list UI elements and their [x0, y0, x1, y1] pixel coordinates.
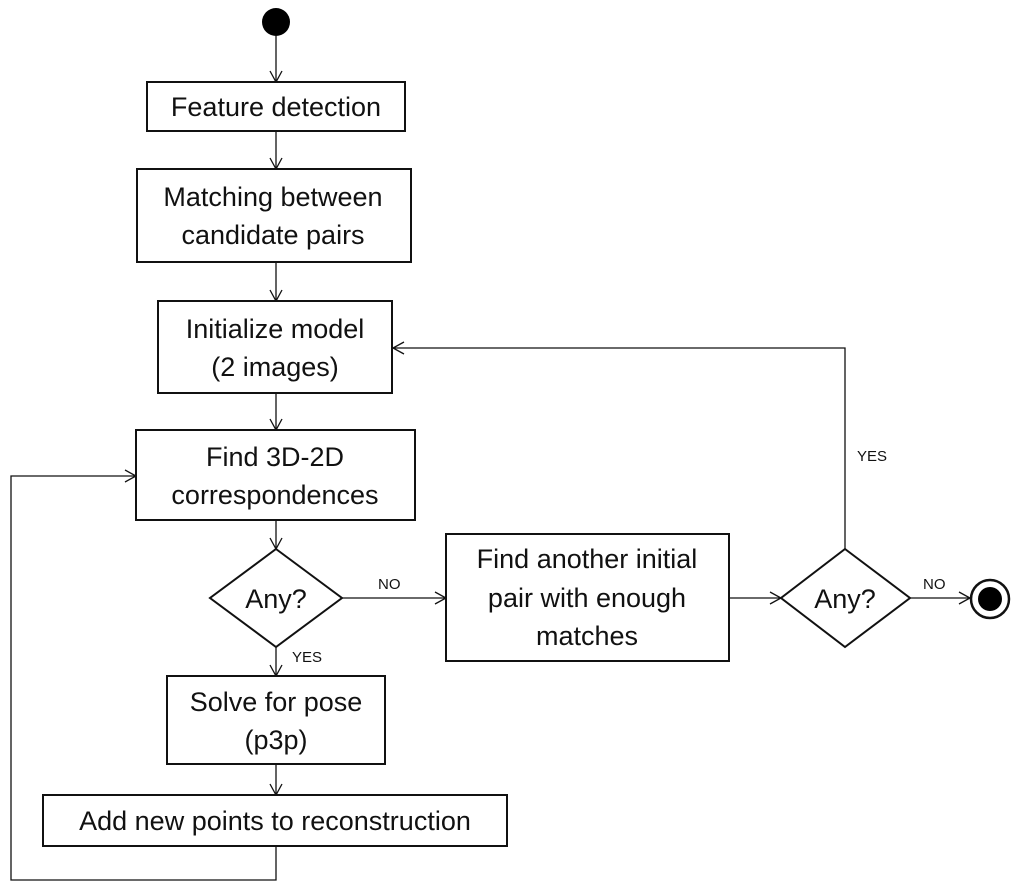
edge-label-no-1: NO — [378, 576, 401, 593]
edge-addpoints-loop-to-find3d2d — [10, 475, 277, 881]
matching-node: Matching between candidate pairs — [136, 168, 412, 263]
any-decision-2: Any? — [779, 547, 912, 649]
any-decision-1: Any? — [208, 547, 344, 649]
add-points-label: Add new points to reconstruction — [79, 806, 471, 836]
solve-pose-node: Solve for pose (p3p) — [166, 675, 386, 765]
any-decision-2-label: Any? — [814, 584, 876, 614]
matching-label-line-1: Matching between — [163, 182, 382, 212]
edge-any2-loop-to-init — [393, 347, 846, 549]
start-node — [262, 8, 290, 36]
initialize-model-label-line-1: Initialize model — [186, 314, 365, 344]
initialize-model-node: Initialize model (2 images) — [157, 300, 393, 394]
end-node — [969, 578, 1011, 620]
any-decision-1-label: Any? — [245, 584, 307, 614]
edges — [10, 36, 970, 881]
edge-label-yes-2: YES — [857, 448, 887, 465]
matching-label-line-2: candidate pairs — [181, 220, 364, 250]
add-points-node: Add new points to reconstruction — [42, 794, 508, 847]
find-another-pair-label-line-3: matches — [536, 621, 638, 651]
find-3d2d-label-line-2: correspondences — [171, 480, 378, 510]
find-another-pair-label-line-1: Find another initial — [477, 544, 698, 574]
edge-label-yes-1: YES — [292, 649, 322, 666]
solve-pose-label-line-1: Solve for pose — [190, 687, 363, 717]
find-3d2d-node: Find 3D-2D correspondences — [135, 429, 416, 521]
solve-pose-label-line-2: (p3p) — [244, 725, 307, 755]
find-another-pair-label-line-2: pair with enough — [488, 583, 686, 613]
find-another-pair-node: Find another initial pair with enough ma… — [445, 533, 730, 662]
initialize-model-label-line-2: (2 images) — [211, 352, 339, 382]
feature-detection-node: Feature detection — [146, 81, 406, 132]
find-3d2d-label-line-1: Find 3D-2D — [206, 442, 344, 472]
feature-detection-label: Feature detection — [171, 92, 381, 122]
edge-label-no-2: NO — [923, 576, 946, 593]
